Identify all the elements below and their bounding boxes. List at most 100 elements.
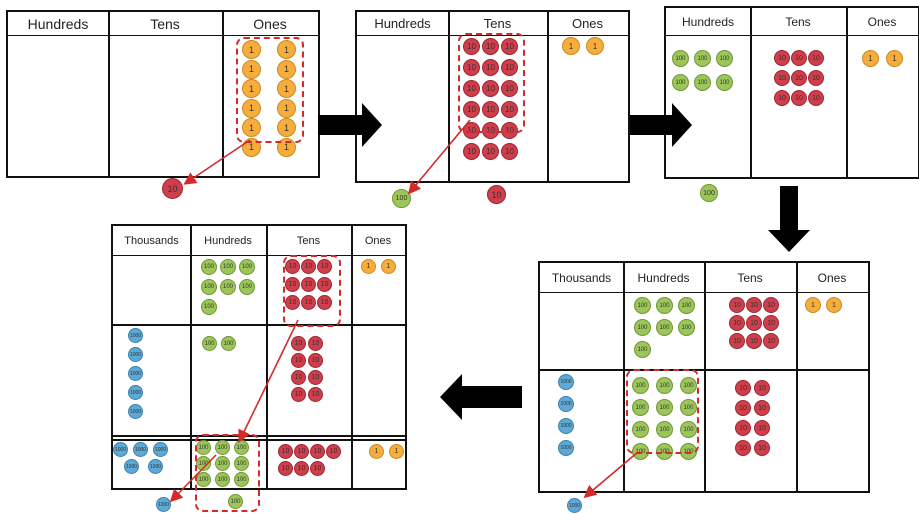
hundreds-counter: 100 [656,399,673,416]
tens-counter: 10 [729,315,745,331]
hundreds-counter: 100 [672,50,689,67]
column-divider [547,12,549,181]
hundreds-counter: 100 [716,50,733,67]
tens-counter: 10 [291,387,306,402]
column-header-thousands: Thousands [551,270,612,285]
tens-counter: 10 [310,461,325,476]
tens-counter: 10 [746,333,762,349]
tens-counter: 10 [791,90,807,106]
tens-counter: 10 [317,277,332,292]
tens-counter: 10 [308,387,323,402]
row-divider [540,369,868,371]
hundreds-counter: 100 [201,279,217,295]
hundreds-counter: 100 [694,50,711,67]
thousands-counter: 1000 [133,442,148,457]
tens-counter: 10 [808,50,824,66]
tens-counter: 10 [754,380,770,396]
tens-counter: 10 [482,143,499,160]
ones-counter: 1 [826,297,842,313]
column-header-tens: Tens [150,15,180,32]
ones-counter: 1 [862,50,879,67]
flow-arrow-down [768,186,810,252]
column-divider [351,226,353,488]
hundreds-counter: 100 [632,421,649,438]
exchanged-hundred-counter: 100 [700,184,718,202]
tens-counter: 10 [285,295,300,310]
hundreds-counter: 100 [678,297,695,314]
tens-counter: 10 [301,259,316,274]
hundreds-counter: 100 [694,74,711,91]
ones-counter: 1 [805,297,821,313]
tens-counter: 10 [463,80,480,97]
column-divider [704,263,706,491]
row-divider [113,324,405,326]
column-header-ones: Ones [867,14,897,29]
tens-counter: 10 [754,420,770,436]
tens-counter: 10 [763,315,779,331]
hundreds-counter: 100 [656,297,673,314]
thousands-counter: 1000 [128,404,143,419]
column-header-tens: Tens [785,14,811,29]
column-header-hundreds: Hundreds [374,16,431,31]
tens-counter: 10 [754,440,770,456]
column-header-tens: Tens [483,16,512,31]
thousands-counter: 1000 [124,459,139,474]
tens-counter: 10 [729,297,745,313]
ones-counter: 1 [277,59,296,79]
column-header-hundreds: Hundreds [637,270,690,285]
tens-counter: 10 [308,370,323,385]
hundreds-counter: 100 [239,279,255,295]
exchange-arrow-3 [583,451,639,499]
hundreds-counter: 100 [234,472,249,487]
hundreds-counter: 100 [201,299,217,315]
tens-counter: 10 [808,70,824,86]
tens-counter: 10 [285,277,300,292]
ones-counter: 1 [242,98,261,118]
tens-counter: 10 [301,277,316,292]
ones-counter: 1 [242,40,261,59]
tens-counter: 10 [308,353,323,368]
exchanged-thousand-counter: 1000 [567,498,582,513]
tens-counter: 10 [317,295,332,310]
hundreds-counter: 100 [678,319,695,336]
hundreds-counter: 100 [656,443,673,460]
column-divider [108,12,110,176]
hundreds-counter: 100 [632,399,649,416]
column-header-ones: Ones [253,15,287,32]
tens-counter: 10 [291,353,306,368]
hundreds-counter: 100 [680,421,697,438]
tens-counter: 10 [501,101,518,118]
hundreds-counter: 100 [634,341,651,358]
tens-counter: 10 [774,90,790,106]
hundreds-counter: 100 [656,377,673,394]
column-header-tens: Tens [296,234,321,247]
column-divider [448,12,450,181]
thousands-counter: 1000 [128,385,143,400]
tens-counter: 10 [482,122,499,139]
ones-counter: 1 [381,259,396,274]
hundreds-counter: 100 [634,319,651,336]
column-divider [266,226,268,488]
hundreds-counter: 100 [215,456,230,471]
column-divider [222,12,224,176]
hundreds-counter: 100 [215,440,230,455]
group-of-ten-tens [283,255,341,327]
tens-counter: 10 [463,101,480,118]
tens-counter: 10 [746,297,762,313]
column-divider [796,263,798,491]
tens-counter: 10 [482,80,499,97]
table-header-row: Hundreds Tens Ones [357,12,628,36]
tens-counter: 10 [291,336,306,351]
column-header-hundreds: Hundreds [204,234,252,247]
tens-counter: 10 [294,444,309,459]
tens-counter: 10 [482,101,499,118]
tens-counter: 10 [735,400,751,416]
column-header-ones: Ones [571,16,604,31]
hundreds-counter: 100 [202,336,217,351]
tens-counter: 10 [791,70,807,86]
ones-counter: 1 [277,40,296,59]
tens-counter: 10 [763,333,779,349]
